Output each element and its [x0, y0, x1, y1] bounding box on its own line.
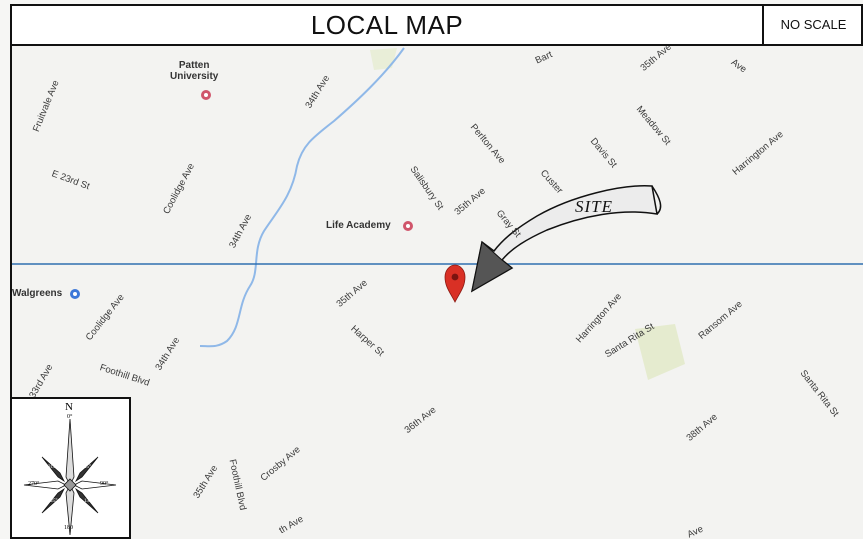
site-pin-icon	[444, 264, 466, 303]
poi-walgreens: Walgreens	[12, 288, 63, 299]
compass-deg90: 90°	[100, 481, 109, 487]
compass-icon	[23, 418, 117, 536]
compass-deg45: 45°	[84, 465, 91, 470]
map-area[interactable]: Patten University Life Academy Walgreens…	[10, 46, 863, 539]
compass-rose: N 0° 90° 180 270° 45° 135° 225° 315°	[10, 397, 131, 539]
compass-deg315: 315°	[48, 465, 58, 470]
compass-deg180: 180	[64, 525, 73, 531]
university-icon	[201, 90, 211, 100]
poi-life-academy: Life Academy	[326, 220, 391, 231]
compass-deg270: 270°	[28, 481, 40, 487]
creek-line	[199, 47, 405, 348]
compass-deg225: 225°	[48, 499, 58, 504]
compass-deg135: 135°	[84, 499, 94, 504]
compass-deg0: 0°	[67, 414, 73, 420]
pharmacy-icon	[70, 289, 80, 299]
map-title: LOCAL MAP	[310, 10, 464, 40]
park-area	[635, 324, 685, 380]
map-header: LOCAL MAP NO SCALE	[10, 4, 863, 46]
site-label: SITE	[575, 197, 613, 216]
scale-note: NO SCALE	[762, 6, 863, 44]
park-area-top	[370, 48, 397, 70]
site-arrow	[470, 185, 662, 293]
school-icon	[403, 221, 413, 231]
compass-north-label: N	[65, 401, 73, 413]
map-graphics	[12, 47, 863, 380]
poi-patten-university: Patten University	[170, 60, 219, 82]
